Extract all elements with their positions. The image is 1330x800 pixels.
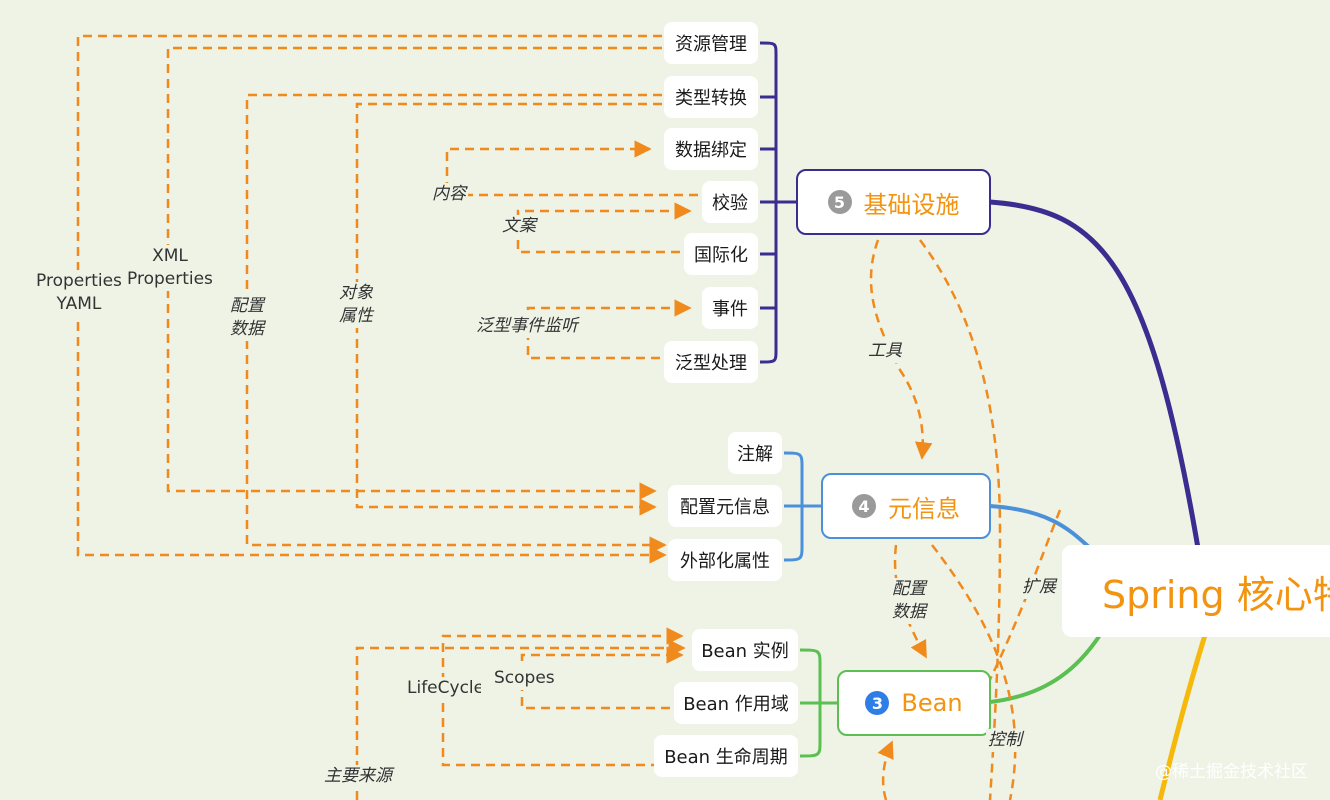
dash-copywriting — [516, 202, 692, 254]
leaf-label: 校验 — [712, 193, 748, 214]
number-5-icon: 5 — [827, 190, 852, 214]
infrastructure-bracket — [759, 41, 798, 364]
branch-infrastructure-root — [989, 199, 1213, 621]
leaf-generic-handling[interactable]: 泛型处理 — [664, 341, 758, 383]
dash-type-to-config — [355, 102, 662, 516]
dash-lifecycle — [441, 627, 690, 767]
root-label: Spring 核心特 — [1102, 572, 1330, 617]
dash-content — [445, 140, 698, 197]
hub-bean[interactable]: 3 Bean — [837, 670, 991, 736]
leaf-label: Bean 作用域 — [683, 694, 789, 715]
hub-infrastructure[interactable]: 5 基础设施 — [796, 169, 991, 235]
label-line: Properties — [36, 271, 122, 291]
hub-metadata-label: 元信息 — [888, 494, 960, 523]
branch-yellow-root — [1157, 634, 1208, 800]
label-line: 对象 — [339, 283, 373, 303]
leaf-label: 数据绑定 — [675, 140, 747, 161]
leaf-i18n[interactable]: 国际化 — [684, 233, 758, 275]
label-config-data: 配置 数据 — [228, 295, 266, 341]
label-scopes: Scopes — [492, 667, 557, 690]
label-extension: 扩展 — [1020, 576, 1058, 599]
leaf-external-property[interactable]: 外部化属性 — [668, 539, 782, 581]
dash-control-up — [877, 740, 894, 800]
bean-bracket — [799, 648, 838, 758]
label-object-property: 对象 属性 — [337, 282, 375, 328]
leaf-validation[interactable]: 校验 — [702, 181, 758, 223]
label-lifecycle: LifeCycle — [405, 677, 481, 700]
leaf-bean-instance[interactable]: Bean 实例 — [692, 629, 798, 671]
label-main-source: 主要来源 — [322, 765, 394, 788]
leaf-label: Bean 实例 — [701, 641, 789, 662]
leaf-annotation[interactable]: 注解 — [728, 432, 782, 474]
leaf-label: Bean 生命周期 — [664, 747, 788, 768]
hub-bean-label: Bean — [901, 689, 963, 717]
leaf-resource-management[interactable]: 资源管理 — [664, 22, 758, 64]
leaf-label: 资源管理 — [675, 34, 747, 55]
leaf-label: 外部化属性 — [680, 551, 770, 572]
label-line: 数据 — [892, 602, 926, 622]
leaf-label: 国际化 — [694, 245, 748, 266]
dash-type-to-external — [245, 93, 667, 554]
label-generic-event-listener: 泛型事件监听 — [474, 315, 580, 338]
leaf-label: 类型转换 — [675, 88, 747, 109]
label-properties-yaml: Properties YAML — [34, 270, 124, 316]
leaf-label: 配置元信息 — [680, 497, 770, 518]
hub-metadata[interactable]: 4 元信息 — [821, 473, 991, 539]
branch-bean-root — [989, 633, 1102, 704]
leaf-config-metadata[interactable]: 配置元信息 — [668, 485, 782, 527]
label-control: 控制 — [986, 729, 1024, 752]
leaf-label: 事件 — [712, 299, 748, 320]
leaf-label: 泛型处理 — [675, 353, 747, 374]
leaf-type-conversion[interactable]: 类型转换 — [664, 76, 758, 118]
label-line: 配置 — [230, 296, 264, 316]
number-4-icon: 4 — [852, 494, 876, 518]
label-line: 配置 — [892, 579, 926, 599]
label-line: 数据 — [230, 319, 264, 339]
label-line: XML — [152, 246, 188, 266]
dash-metadata-down — [931, 544, 1017, 800]
watermark: @稀土掘金技术社区 — [1155, 762, 1308, 782]
label-line: Properties — [127, 269, 213, 289]
leaf-bean-scope[interactable]: Bean 作用域 — [674, 682, 798, 724]
metadata-bracket — [783, 451, 822, 562]
label-config-data-2: 配置 数据 — [890, 578, 928, 624]
label-xml-properties: XML Properties — [125, 245, 215, 291]
root-node[interactable]: Spring 核心特 — [1062, 545, 1330, 637]
label-line: YAML — [56, 294, 102, 314]
leaf-data-binding[interactable]: 数据绑定 — [664, 128, 758, 170]
dash-infra-down — [918, 239, 1002, 800]
leaf-label: 注解 — [737, 444, 773, 465]
label-copywriting: 文案 — [500, 215, 538, 238]
label-tools: 工具 — [866, 340, 904, 363]
dash-resource-to-config — [166, 46, 662, 500]
hub-infrastructure-label: 基础设施 — [863, 190, 960, 219]
label-line: 属性 — [339, 306, 373, 326]
number-3-icon: 3 — [865, 691, 890, 715]
label-content: 内容 — [430, 183, 468, 206]
branch-metadata-root — [989, 504, 1092, 550]
dash-extension — [978, 509, 1062, 701]
leaf-bean-lifecycle[interactable]: Bean 生命周期 — [654, 735, 798, 777]
dash-tools — [869, 239, 933, 460]
dash-main-source — [355, 639, 686, 800]
leaf-event[interactable]: 事件 — [702, 287, 758, 329]
